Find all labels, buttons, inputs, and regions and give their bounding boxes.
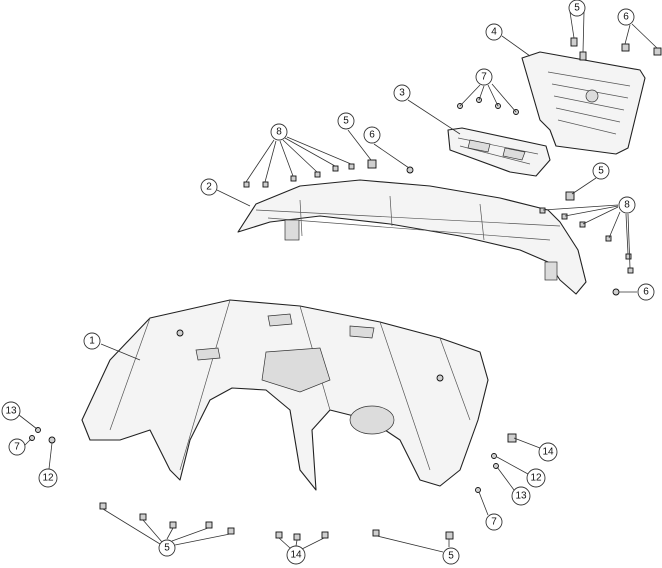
svg-text:5: 5	[343, 116, 349, 127]
svg-text:6: 6	[623, 12, 629, 23]
callout-8: 8	[270, 123, 288, 141]
leader-lines	[18, 11, 658, 553]
callout-6: 6	[617, 8, 635, 26]
callout-5: 5	[442, 547, 460, 565]
callout-12: 12	[526, 468, 546, 488]
svg-text:3: 3	[399, 88, 405, 99]
callout-4: 4	[485, 23, 503, 41]
callout-5: 5	[592, 162, 610, 180]
callout-8: 8	[618, 196, 636, 214]
callout-6: 6	[637, 283, 655, 301]
callout-13: 13	[1, 401, 21, 421]
callout-14: 14	[286, 545, 306, 565]
svg-text:6: 6	[643, 287, 649, 298]
callout-5: 5	[568, 0, 586, 17]
svg-text:14: 14	[290, 550, 302, 561]
callout-6: 6	[363, 126, 381, 144]
svg-text:7: 7	[491, 517, 497, 528]
callout-3: 3	[393, 84, 411, 102]
svg-text:7: 7	[14, 442, 20, 453]
part-4-grille	[521, 51, 646, 155]
callout-13: 13	[511, 486, 531, 506]
callout-1: 1	[83, 332, 101, 350]
svg-text:13: 13	[515, 491, 527, 502]
callout-5: 5	[158, 539, 176, 557]
callout-7: 7	[8, 438, 26, 456]
callout-7: 7	[485, 513, 503, 531]
svg-text:1: 1	[89, 336, 95, 347]
svg-text:13: 13	[5, 406, 17, 417]
callout-14: 14	[538, 442, 558, 462]
svg-text:12: 12	[530, 473, 542, 484]
svg-text:5: 5	[574, 3, 580, 14]
svg-text:4: 4	[491, 27, 497, 38]
svg-text:8: 8	[276, 127, 282, 138]
svg-text:8: 8	[624, 200, 630, 211]
callout-5: 5	[337, 112, 355, 130]
part-1-rear-fender	[81, 299, 489, 491]
callout-12: 12	[38, 468, 58, 488]
callout-7: 7	[475, 68, 493, 86]
part-3-bracket	[447, 127, 551, 177]
svg-text:14: 14	[542, 447, 554, 458]
callout-2: 2	[200, 178, 218, 196]
svg-text:12: 12	[42, 473, 54, 484]
svg-text:5: 5	[164, 543, 170, 554]
svg-text:7: 7	[481, 72, 487, 83]
svg-text:5: 5	[448, 551, 454, 562]
svg-text:2: 2	[206, 182, 212, 193]
fasteners	[29, 37, 662, 541]
part-2-bumper-beam	[237, 179, 587, 295]
svg-text:6: 6	[369, 130, 375, 141]
svg-text:5: 5	[598, 166, 604, 177]
